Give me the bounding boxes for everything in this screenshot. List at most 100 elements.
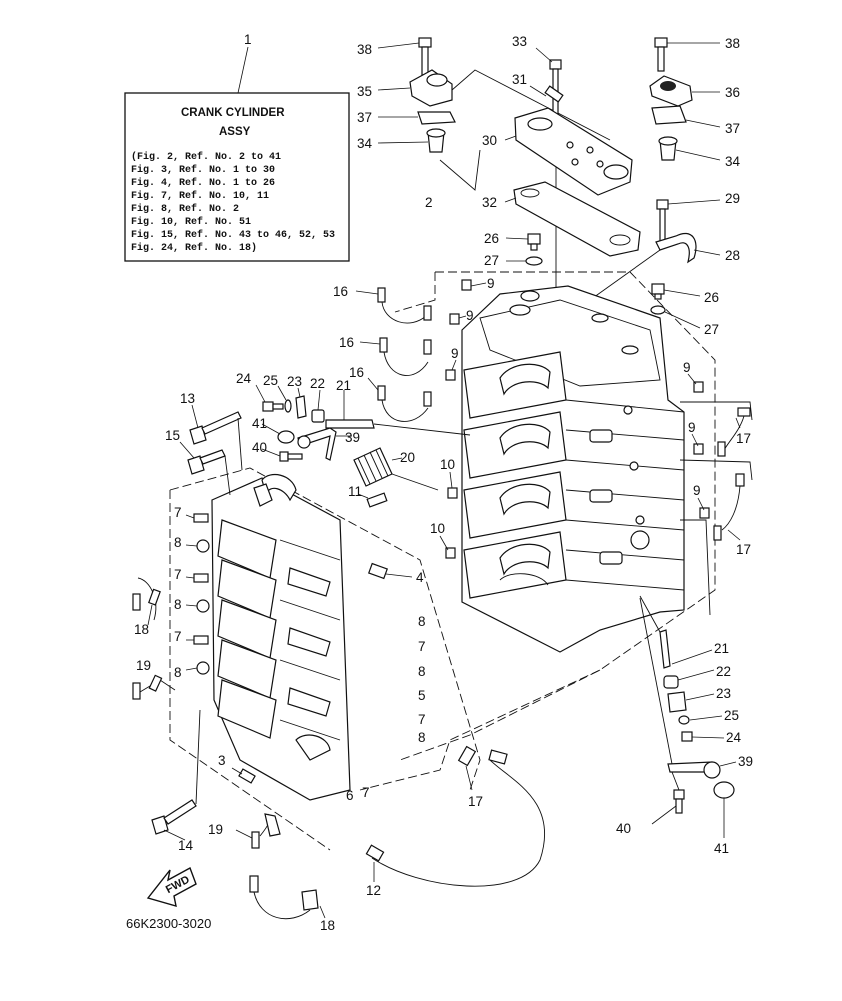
callout-16: 16 <box>349 365 364 380</box>
callout-35: 35 <box>357 84 372 99</box>
washer-27-center <box>506 256 543 266</box>
info-box-line: Fig. 8, Ref. No. 2 <box>131 203 239 215</box>
callout-28: 28 <box>725 248 740 263</box>
callout-10: 10 <box>430 521 445 536</box>
nipple-9f <box>697 497 710 519</box>
bolt-33 <box>535 47 562 290</box>
callout-22: 22 <box>310 376 325 391</box>
block-fins <box>565 399 685 591</box>
spring-20 <box>353 447 439 491</box>
left-fittings <box>132 404 546 920</box>
hose-16-b <box>359 337 432 376</box>
grommet-34-right <box>658 136 721 161</box>
lever-39-right <box>639 597 737 779</box>
callout-17: 17 <box>468 794 483 809</box>
callout-7: 7 <box>174 629 182 644</box>
cylinder-block <box>461 285 753 653</box>
callout-26: 26 <box>704 290 719 305</box>
callout-34: 34 <box>725 154 741 169</box>
center-fittings <box>255 384 471 580</box>
hose-17-right-a <box>717 407 751 457</box>
pin-21-right <box>639 595 713 669</box>
callout-9: 9 <box>688 420 696 435</box>
callout-32: 32 <box>482 195 497 210</box>
callout-33: 33 <box>512 34 527 49</box>
callout-4: 4 <box>416 570 424 585</box>
clamp-28 <box>589 232 721 301</box>
callout-31: 31 <box>512 72 527 87</box>
assembly-outlines <box>169 271 716 851</box>
cap-41-top <box>261 423 295 444</box>
nipple-8c <box>185 661 210 675</box>
callout-34: 34 <box>357 136 373 151</box>
hose-12 <box>365 759 546 887</box>
callout-37: 37 <box>725 121 740 136</box>
washer-27-right <box>650 305 701 329</box>
nipple-8a <box>185 539 210 553</box>
callout-3: 3 <box>218 753 226 768</box>
bolt-24-right <box>681 731 725 742</box>
callout-25: 25 <box>724 708 739 723</box>
hose-16-c <box>367 377 432 422</box>
callout-20: 20 <box>400 450 415 465</box>
plug-26-right <box>651 283 701 300</box>
callout-10: 10 <box>440 457 455 472</box>
callout-37: 37 <box>357 110 372 125</box>
callout-38: 38 <box>725 36 740 51</box>
bolt-40-top <box>261 448 303 462</box>
callout-21: 21 <box>336 378 351 393</box>
pin-11 <box>357 492 388 508</box>
washer-25-right <box>678 715 723 725</box>
info-box: 1 CRANK CYLINDER ASSY (Fig. 2, Ref. No. … <box>124 32 350 262</box>
callout-23: 23 <box>716 686 731 701</box>
callout-24: 24 <box>236 371 252 386</box>
grommet-34-left <box>377 128 446 153</box>
gasket-32 <box>504 181 641 257</box>
nipple-8b <box>185 599 210 613</box>
nipple-9e <box>691 433 704 455</box>
nipple-7c <box>186 635 209 645</box>
cover-36 <box>649 75 720 107</box>
top-cover-group <box>377 37 721 329</box>
info-box-title-2: ASSY <box>219 126 251 138</box>
callout-23: 23 <box>287 374 302 389</box>
callout-39: 39 <box>738 754 753 769</box>
nut-22-top <box>311 389 325 423</box>
callout-12: 12 <box>366 883 381 898</box>
callout-labels: 38 33 38 35 31 36 37 37 30 34 34 2 32 29… <box>134 34 753 933</box>
bolt-38-left <box>377 37 432 76</box>
lever-39-top <box>297 427 352 461</box>
callout-36: 36 <box>725 85 740 100</box>
info-box-line: Fig. 3, Ref. No. 1 to 30 <box>131 164 275 176</box>
block-webs <box>463 351 567 599</box>
callout-41: 41 <box>252 416 267 431</box>
plug-26-center <box>505 233 541 251</box>
gasket-37-right <box>651 105 721 128</box>
callout-14: 14 <box>178 838 194 853</box>
callout-17: 17 <box>736 431 751 446</box>
callout-9: 9 <box>487 276 495 291</box>
pin-4 <box>368 562 413 580</box>
bolt-24-top <box>255 384 284 412</box>
crankcase <box>211 473 351 801</box>
cap-23-top <box>295 387 307 419</box>
callout-7: 7 <box>174 505 182 520</box>
callout-7: 7 <box>174 567 182 582</box>
callout-8: 8 <box>174 665 182 680</box>
callout-39: 39 <box>345 430 360 445</box>
diagram-code: 66K2300-3020 <box>126 916 211 931</box>
callout-6: 6 <box>346 788 354 803</box>
bolt-10-lower <box>439 535 456 559</box>
nipple-9a <box>461 279 487 291</box>
nipple-9d <box>687 373 704 393</box>
bolt-3 <box>231 767 256 784</box>
callout-21: 21 <box>714 641 729 656</box>
callout-29: 29 <box>725 191 740 206</box>
callout-8: 8 <box>418 730 426 745</box>
callout-7: 7 <box>362 785 370 800</box>
gasket-37-left <box>378 111 456 125</box>
callout-13: 13 <box>180 391 195 406</box>
callout-25: 25 <box>263 373 278 388</box>
callout-26: 26 <box>484 231 499 246</box>
info-box-line: Fig. 4, Ref. No. 1 to 26 <box>131 177 275 189</box>
